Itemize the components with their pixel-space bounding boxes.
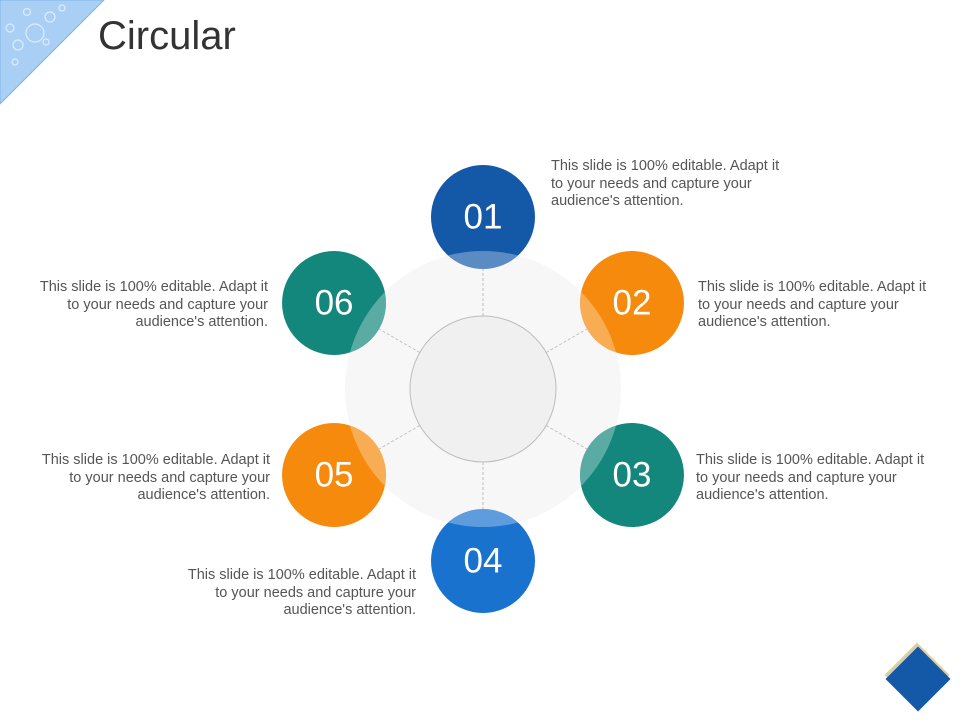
- node-label-06: 06: [315, 283, 354, 322]
- node-02: [579, 251, 684, 355]
- node-05: [282, 423, 387, 527]
- description-05: This slide is 100% editable. Adapt it to…: [41, 452, 270, 503]
- description-06: This slide is 100% editable. Adapt it to…: [39, 279, 268, 330]
- node-label-03: 03: [612, 455, 651, 494]
- connector-line: [545, 425, 588, 450]
- node-03: [579, 423, 684, 527]
- description-04: This slide is 100% editable. Adapt it to…: [187, 567, 416, 618]
- nav-diamond-icon[interactable]: [880, 640, 956, 716]
- node-label-05: 05: [315, 455, 354, 494]
- node-04: [431, 509, 535, 613]
- center-hub: [409, 315, 557, 463]
- connector-line: [545, 328, 588, 353]
- node-label-02: 02: [612, 283, 651, 322]
- node-01: [431, 165, 535, 269]
- description-02: This slide is 100% editable. Adapt it to…: [698, 279, 927, 330]
- node-label-01: 01: [464, 197, 503, 236]
- node-label-04: 04: [464, 541, 503, 580]
- connector-line: [378, 328, 421, 353]
- description-03: This slide is 100% editable. Adapt it to…: [696, 452, 925, 503]
- node-06: [282, 251, 387, 355]
- description-01: This slide is 100% editable. Adapt it to…: [551, 158, 780, 209]
- corner-decoration: [0, 0, 105, 105]
- slide-title: Circular: [98, 14, 236, 58]
- connector-line: [378, 425, 421, 450]
